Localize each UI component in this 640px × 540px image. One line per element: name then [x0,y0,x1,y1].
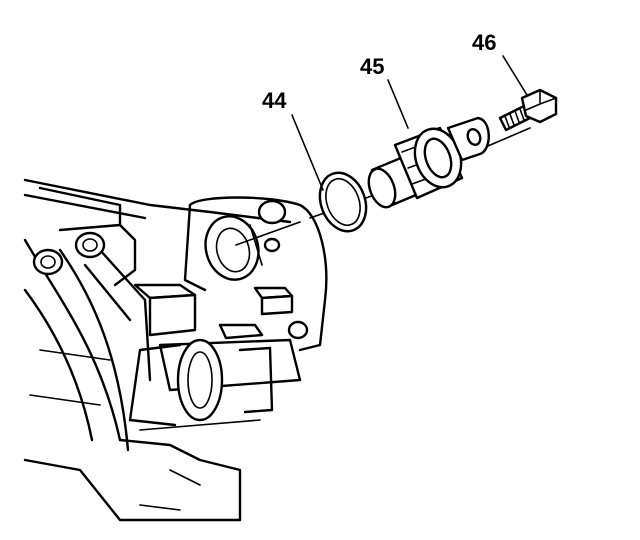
mounting-bolt [498,55,558,132]
callout-44: 44 [262,88,287,113]
callout-45: 45 [360,54,384,79]
transmission-housing [23,178,328,522]
speed-sensor [367,79,490,209]
o-ring-seal [291,114,368,233]
callout-46: 46 [472,30,496,55]
